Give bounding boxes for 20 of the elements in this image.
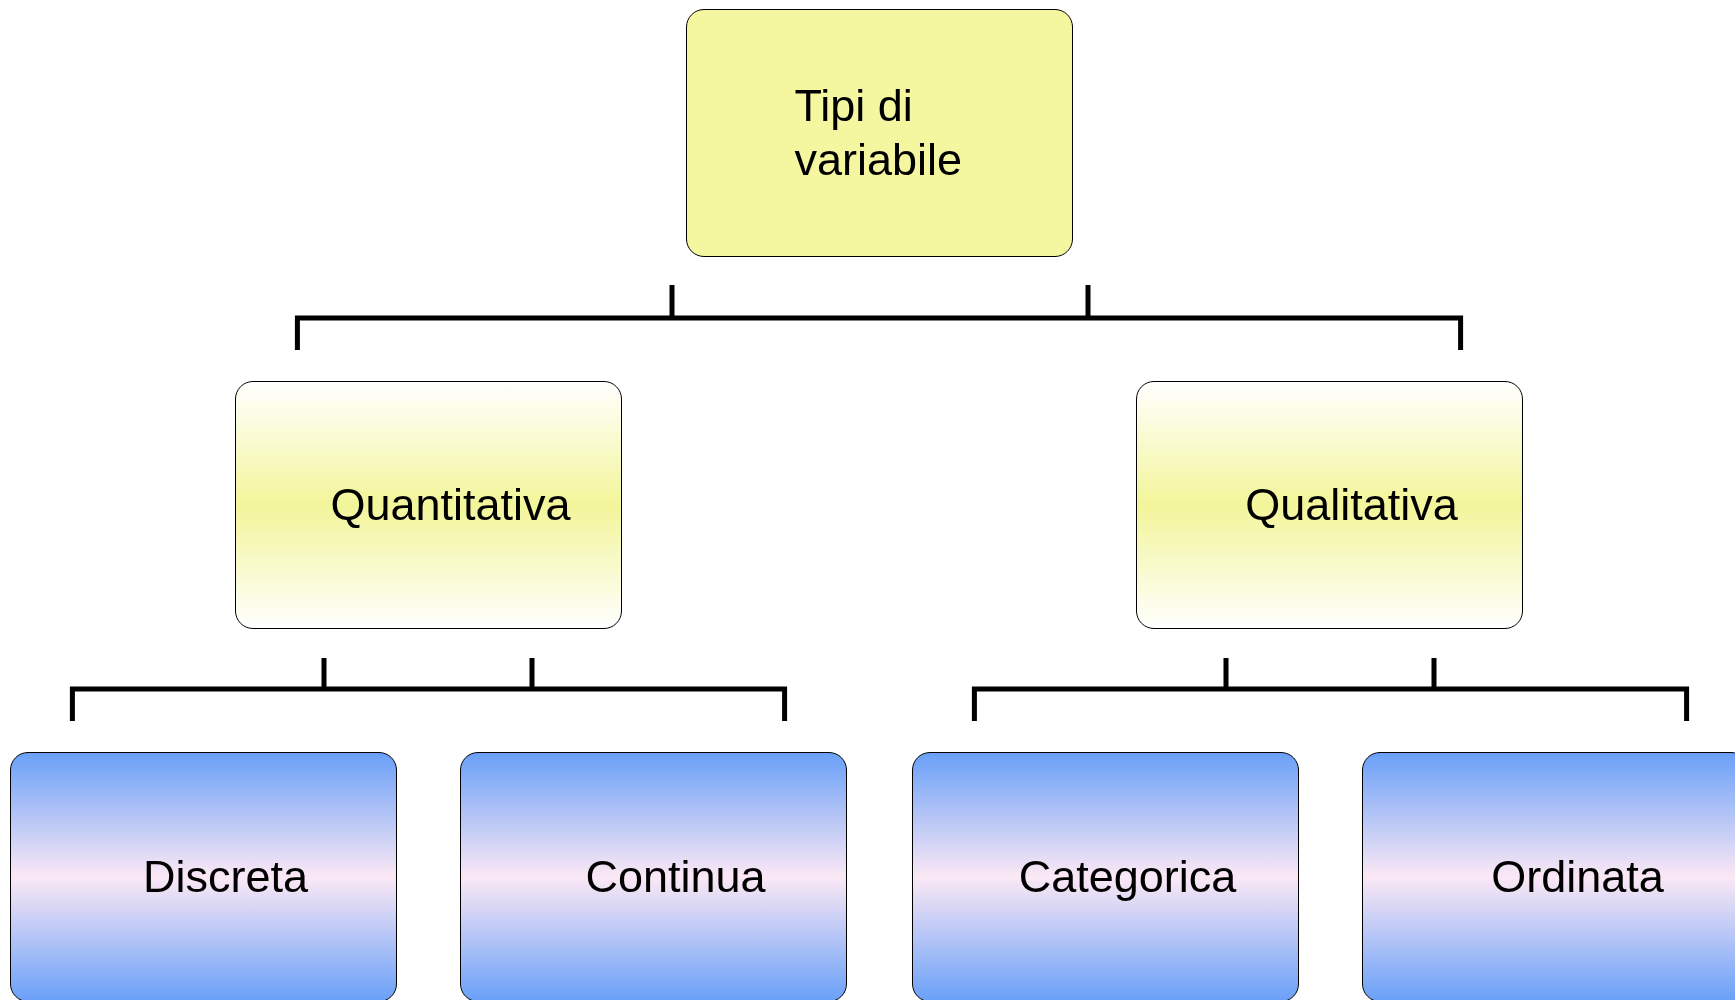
rounded-box	[460, 752, 847, 1000]
box-label: Continua	[585, 850, 766, 904]
rounded-box	[10, 752, 397, 1000]
rounded-box	[1136, 381, 1523, 629]
box-label: Categorica	[1018, 850, 1237, 904]
bracket-connector	[877, 282, 1464, 353]
bracket-connector	[69, 655, 431, 724]
box-label: Qualitativa	[1245, 478, 1458, 532]
rounded-box	[912, 752, 1299, 1000]
box-label: Tipi di variabile	[794, 79, 964, 187]
box-label: Discreta	[142, 850, 308, 904]
box-label: Quantitativa	[330, 478, 571, 532]
bracket-connector	[1327, 655, 1690, 724]
rounded-box	[686, 9, 1073, 257]
bracket-connector	[425, 655, 788, 724]
rounded-box	[1362, 752, 1735, 1000]
rounded-box	[235, 381, 622, 629]
box-label: Ordinata	[1491, 850, 1664, 904]
bracket-connector	[294, 282, 883, 353]
bracket-connector	[971, 655, 1333, 724]
